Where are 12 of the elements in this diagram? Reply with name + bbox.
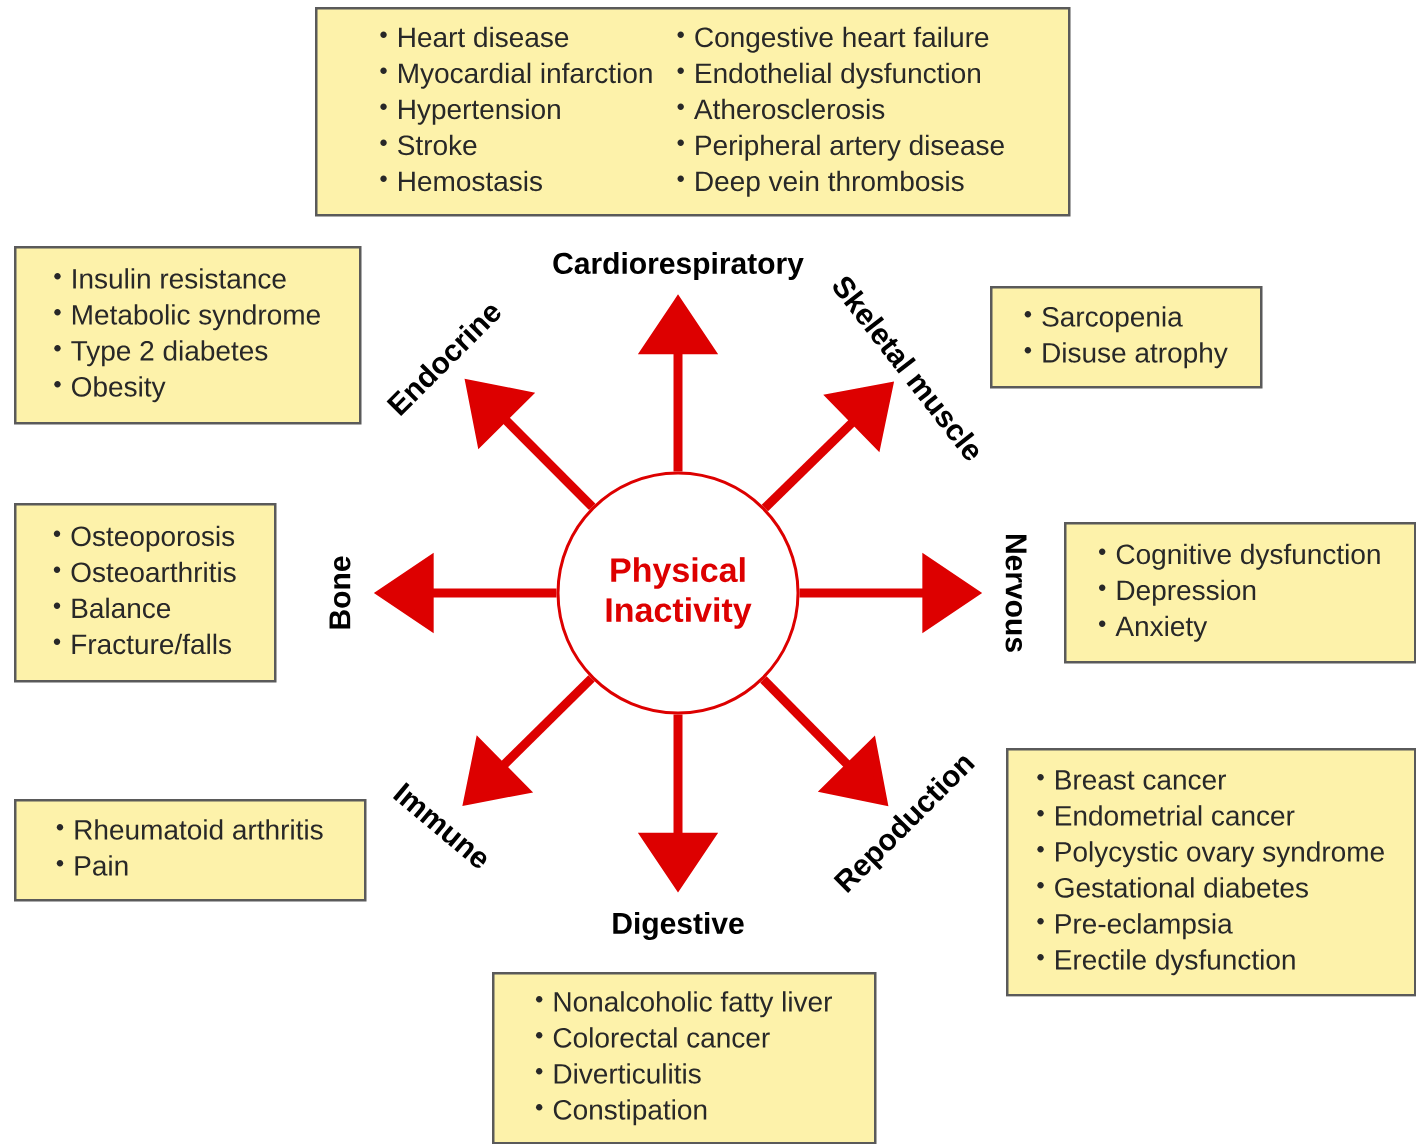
list-box: Cognitive dysfunction Depression Anxiety (1064, 522, 1416, 664)
list-box: Osteoporosis Osteoarthritis Balance Fracture/falls (14, 503, 277, 683)
system-label: Cardiorespiratory (553, 252, 804, 280)
list-box: Nonalcoholic fatty liver Colorectal cancer Diverticulitis Constipation (492, 972, 877, 1144)
list-box: Breast cancer Endometrial cancer Polycystic ovary syndrome Gestational diabetes Pre-eclampsia Erectile dysfunction (1006, 748, 1416, 997)
system-label: Nervous (1005, 535, 1027, 652)
system-label: Bone (329, 556, 351, 629)
system-label: Digestive (613, 911, 744, 941)
list-box: Rheumatoid arthritis Pain (14, 799, 367, 902)
list-box: Insulin resistance Metabolic syndrome Type 2 diabetes Obesity (14, 246, 362, 425)
list-box: Heart disease Congestive heart failure Myocardial infarction Endothelial dysfunction Hypertension Atherosclerosis Stroke Peripheral artery disease Hemostasis Deep vein thrombosis (315, 7, 1071, 217)
list-box: Sarcopenia Disuse atrophy (990, 286, 1263, 389)
